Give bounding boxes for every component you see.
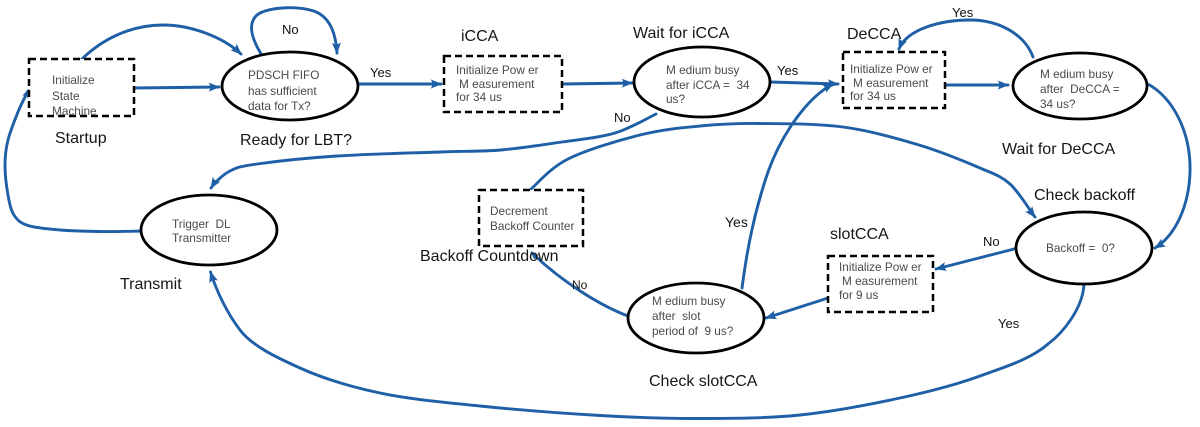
svg-text:Check backoff: Check backoff — [1034, 187, 1136, 204]
svg-text:M edium busy: M edium busy — [1040, 67, 1114, 81]
svg-text:State: State — [52, 89, 80, 103]
svg-text:Yes: Yes — [998, 316, 1020, 331]
svg-text:Wait for iCCA: Wait for iCCA — [633, 25, 730, 42]
svg-text:iCCA: iCCA — [461, 28, 499, 45]
svg-text:Wait for DeCCA: Wait for DeCCA — [1002, 141, 1116, 158]
svg-text:M edium busy: M edium busy — [652, 294, 726, 308]
svg-text:slotCCA: slotCCA — [830, 226, 889, 243]
svg-text:PDSCH FIFO: PDSCH FIFO — [248, 68, 319, 82]
svg-text:Backoff Countdown: Backoff Countdown — [420, 248, 558, 265]
svg-text:Yes: Yes — [777, 63, 799, 78]
svg-text:Initialize: Initialize — [52, 73, 95, 87]
svg-text:data for Tx?: data for Tx? — [248, 99, 311, 113]
svg-text:Decrement: Decrement — [490, 204, 548, 218]
svg-text:after iCCA = 34: after iCCA = 34 — [666, 78, 750, 92]
svg-text:Yes: Yes — [952, 5, 974, 20]
svg-text:M edium busy: M edium busy — [666, 63, 740, 77]
svg-text:Ready for LBT?: Ready for LBT? — [240, 132, 352, 149]
svg-text:Machine: Machine — [52, 104, 97, 118]
svg-text:us?: us? — [666, 92, 685, 106]
svg-text:Yes: Yes — [725, 214, 748, 230]
svg-text:period of 9 us?: period of 9 us? — [652, 324, 734, 338]
svg-text:Startup: Startup — [55, 130, 107, 147]
svg-text:Initialize Pow er: Initialize Pow er — [839, 260, 922, 274]
svg-text:for 34 us: for 34 us — [850, 89, 896, 103]
svg-text:after DeCCA =: after DeCCA = — [1040, 82, 1120, 96]
svg-text:Backoff Counter: Backoff Counter — [490, 219, 574, 233]
svg-text:after slot: after slot — [652, 309, 701, 323]
svg-text:No: No — [282, 22, 299, 37]
svg-text:DeCCA: DeCCA — [847, 26, 902, 43]
svg-text:No: No — [983, 234, 1000, 249]
svg-text:No: No — [572, 278, 588, 292]
svg-text:Trigger DL: Trigger DL — [172, 217, 231, 231]
svg-text:34 us?: 34 us? — [1040, 97, 1076, 111]
svg-text:No: No — [614, 110, 631, 125]
svg-text:M easurement: M easurement — [459, 77, 535, 91]
svg-text:Check slotCCA: Check slotCCA — [649, 373, 758, 390]
svg-text:for 9 us: for 9 us — [839, 288, 878, 302]
svg-text:Transmit: Transmit — [120, 276, 182, 293]
svg-text:Yes: Yes — [370, 65, 392, 80]
svg-text:for 34 us: for 34 us — [456, 90, 502, 104]
svg-text:has sufficient: has sufficient — [248, 84, 317, 98]
svg-text:Transmitter: Transmitter — [172, 231, 231, 245]
svg-text:M easurement: M easurement — [842, 274, 918, 288]
svg-text:Initialize Pow er: Initialize Pow er — [850, 62, 933, 76]
svg-text:Initialize Pow er: Initialize Pow er — [456, 63, 539, 77]
svg-text:M easurement: M easurement — [853, 76, 929, 90]
svg-text:Backoff = 0?: Backoff = 0? — [1046, 241, 1115, 255]
